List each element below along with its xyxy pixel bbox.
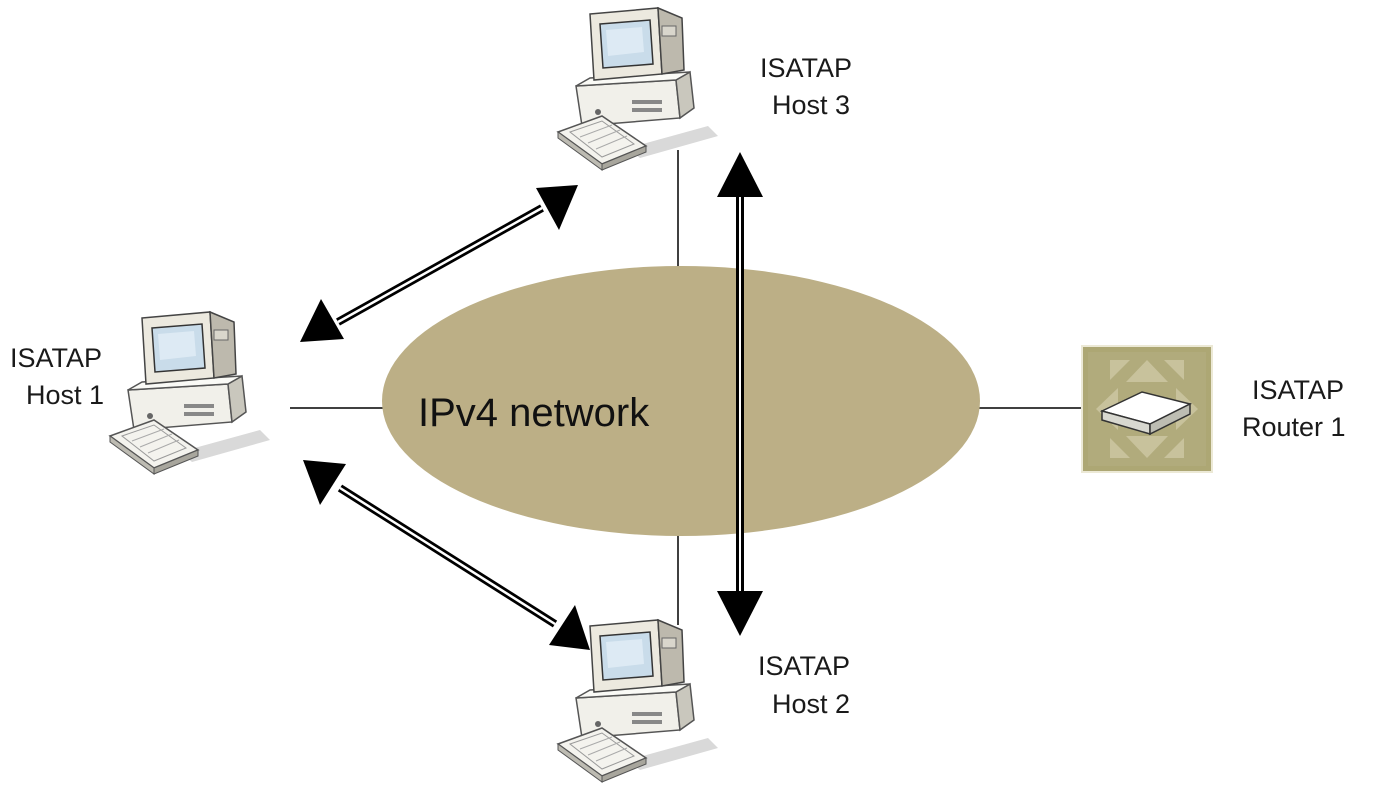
host3-label-line2: Host 3: [772, 90, 850, 120]
ipv4-network-cloud: IPv4 network: [382, 266, 980, 536]
host3-computer-icon: [557, 7, 719, 171]
arrowhead-host3: [536, 185, 578, 230]
arrow-host1-host2: [303, 460, 590, 650]
arrowhead-host2: [549, 605, 590, 650]
host3-label-line1: ISATAP: [760, 53, 852, 83]
router-icon: [1081, 345, 1213, 473]
host2-label-line1: ISATAP: [758, 651, 850, 681]
arrowhead-host1: [300, 299, 344, 342]
host2-label-line2: Host 2: [772, 689, 850, 719]
arrow-host1-host3: [300, 185, 578, 342]
router-label-line1: ISATAP: [1252, 375, 1344, 405]
host1-label-line1: ISATAP: [10, 343, 102, 373]
host1-label-line2: Host 1: [26, 380, 104, 410]
network-label: IPv4 network: [418, 391, 650, 435]
arrowhead-host1-lower: [303, 460, 346, 505]
network-ellipse: [382, 266, 980, 536]
arrow-host2-host3: [717, 152, 763, 636]
host1-computer-icon: [109, 311, 271, 475]
arrowhead-bottom: [717, 591, 763, 636]
router-label-line2: Router 1: [1242, 412, 1346, 442]
arrowhead-top: [717, 152, 763, 197]
